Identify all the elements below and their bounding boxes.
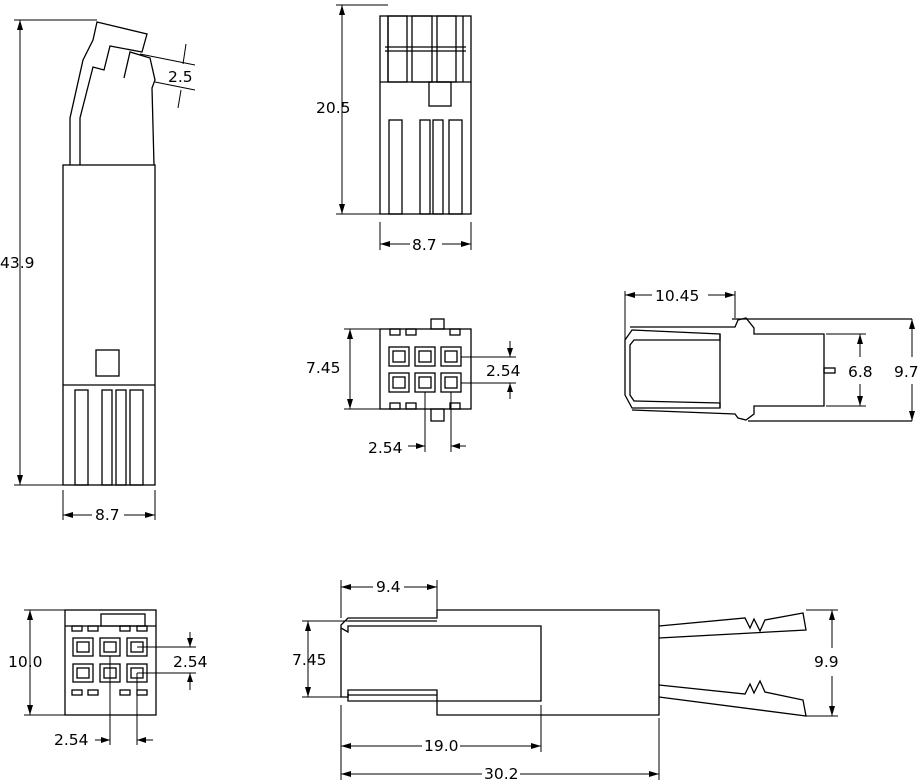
- dim-right-inner: 6.8: [848, 363, 873, 381]
- dim-long-mid: 19.0: [424, 737, 459, 755]
- dim-long-height: 7.45: [292, 651, 327, 669]
- dim-front-pitch-h: 2.54: [368, 439, 403, 457]
- dim-front-pitch-v: 2.54: [486, 362, 521, 380]
- dim-front-height: 7.45: [306, 359, 341, 377]
- side-view: [14, 19, 196, 520]
- dim-top-width: 8.7: [412, 236, 437, 254]
- top-view: [336, 4, 472, 250]
- rear-view: [24, 609, 196, 745]
- dim-side-width: 8.7: [95, 506, 120, 524]
- dim-rear-pitch-v: 2.54: [173, 653, 208, 671]
- dim-latch-offset: 2.5: [168, 68, 193, 86]
- dim-long-latch: 9.9: [814, 653, 839, 671]
- dim-rear-height: 10.0: [8, 653, 43, 671]
- dim-rear-pitch-h: 2.54: [54, 731, 89, 749]
- dim-long-total: 30.2: [484, 765, 519, 780]
- dim-long-body: 9.4: [376, 578, 401, 596]
- dim-top-height: 20.5: [316, 99, 351, 117]
- front-view: [344, 318, 516, 452]
- dim-right-depth: 10.45: [655, 287, 699, 305]
- dim-right-height: 9.7: [894, 363, 919, 381]
- dim-side-height: 43.9: [0, 254, 35, 272]
- right-view: [624, 291, 915, 422]
- long-view: [302, 580, 838, 780]
